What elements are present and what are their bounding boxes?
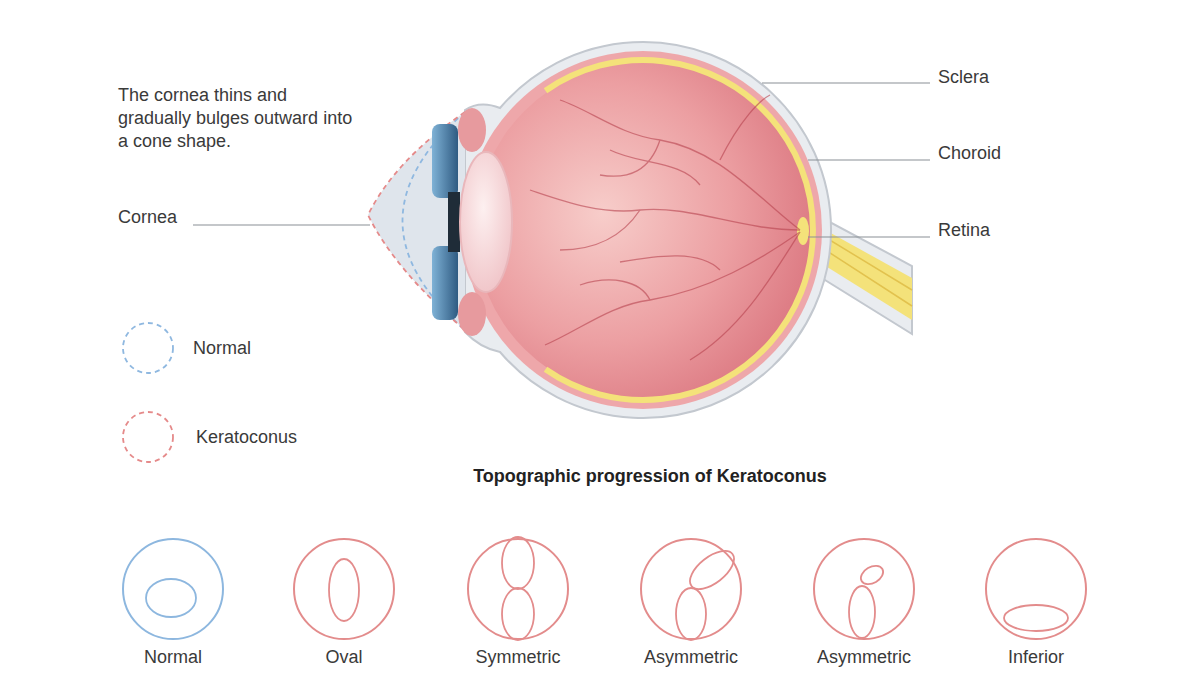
choroid-layer [464,51,822,409]
legend-text: Normal [193,337,251,360]
cornea-fill [368,112,465,330]
dashed-circle-sample [123,412,173,462]
map-caption: Inferior [1008,647,1064,668]
normal-cornea-outline [403,112,466,330]
cornea-map-circle [641,539,741,639]
topography-outline [812,537,916,641]
part-label: Cornea [118,206,177,229]
cornea-map-circle [814,539,914,639]
steepening-pattern [858,562,887,588]
topography-outline [121,537,225,641]
steepening-pattern [146,579,196,617]
legend-swatch [123,323,175,375]
map-caption: Asymmetric [817,647,911,668]
steepening-pattern [1004,605,1068,631]
steepening-pattern [502,537,534,589]
topography-map: Normal [121,537,225,641]
leader-lines [193,83,930,237]
optic-disc [797,217,809,245]
iris [432,246,458,320]
annotation-note: The cornea thins and gradually bulges ou… [118,84,358,153]
legend-swatch [123,412,175,464]
sclera-layer [465,42,831,418]
map-caption: Normal [144,647,202,668]
map-caption: Asymmetric [644,647,738,668]
dashed-circle-sample [123,323,173,373]
pupil [448,192,460,252]
topography-map: Oval [292,537,396,641]
blood-vessels [530,95,800,360]
iris [432,124,458,198]
map-caption: Symmetric [476,647,561,668]
topography-outline [466,537,570,641]
cornea-map-circle [986,539,1086,639]
part-label: Retina [938,219,990,242]
part-label: Choroid [938,142,1001,165]
topography-map: Symmetric [466,537,570,641]
ciliary-body [458,108,486,152]
cornea-map-circle [123,539,223,639]
retina-layer [546,60,813,400]
steepening-pattern [849,586,875,638]
steepening-pattern [684,544,741,597]
topography-outline [292,537,396,641]
legend-item: Keratoconus [123,412,323,464]
topography-outline [984,537,1088,641]
steepening-pattern [502,588,534,640]
topography-map: Asymmetric [812,537,916,641]
map-caption: Oval [325,647,362,668]
topography-map: Asymmetric [639,537,743,641]
steepening-pattern [329,559,359,621]
keratoconus-cornea-outline [368,112,465,330]
topography-map: Inferior [984,537,1088,641]
lens [460,152,512,292]
cornea-map-circle [294,539,394,639]
ciliary-body [458,292,486,336]
part-label: Sclera [938,66,989,89]
legend-text: Keratoconus [196,426,297,449]
steepening-pattern [676,588,706,640]
topography-outline [639,537,743,641]
section-title: Topographic progression of Keratoconus [473,465,827,488]
eye-interior [475,62,811,398]
legend-item: Normal [123,323,323,375]
